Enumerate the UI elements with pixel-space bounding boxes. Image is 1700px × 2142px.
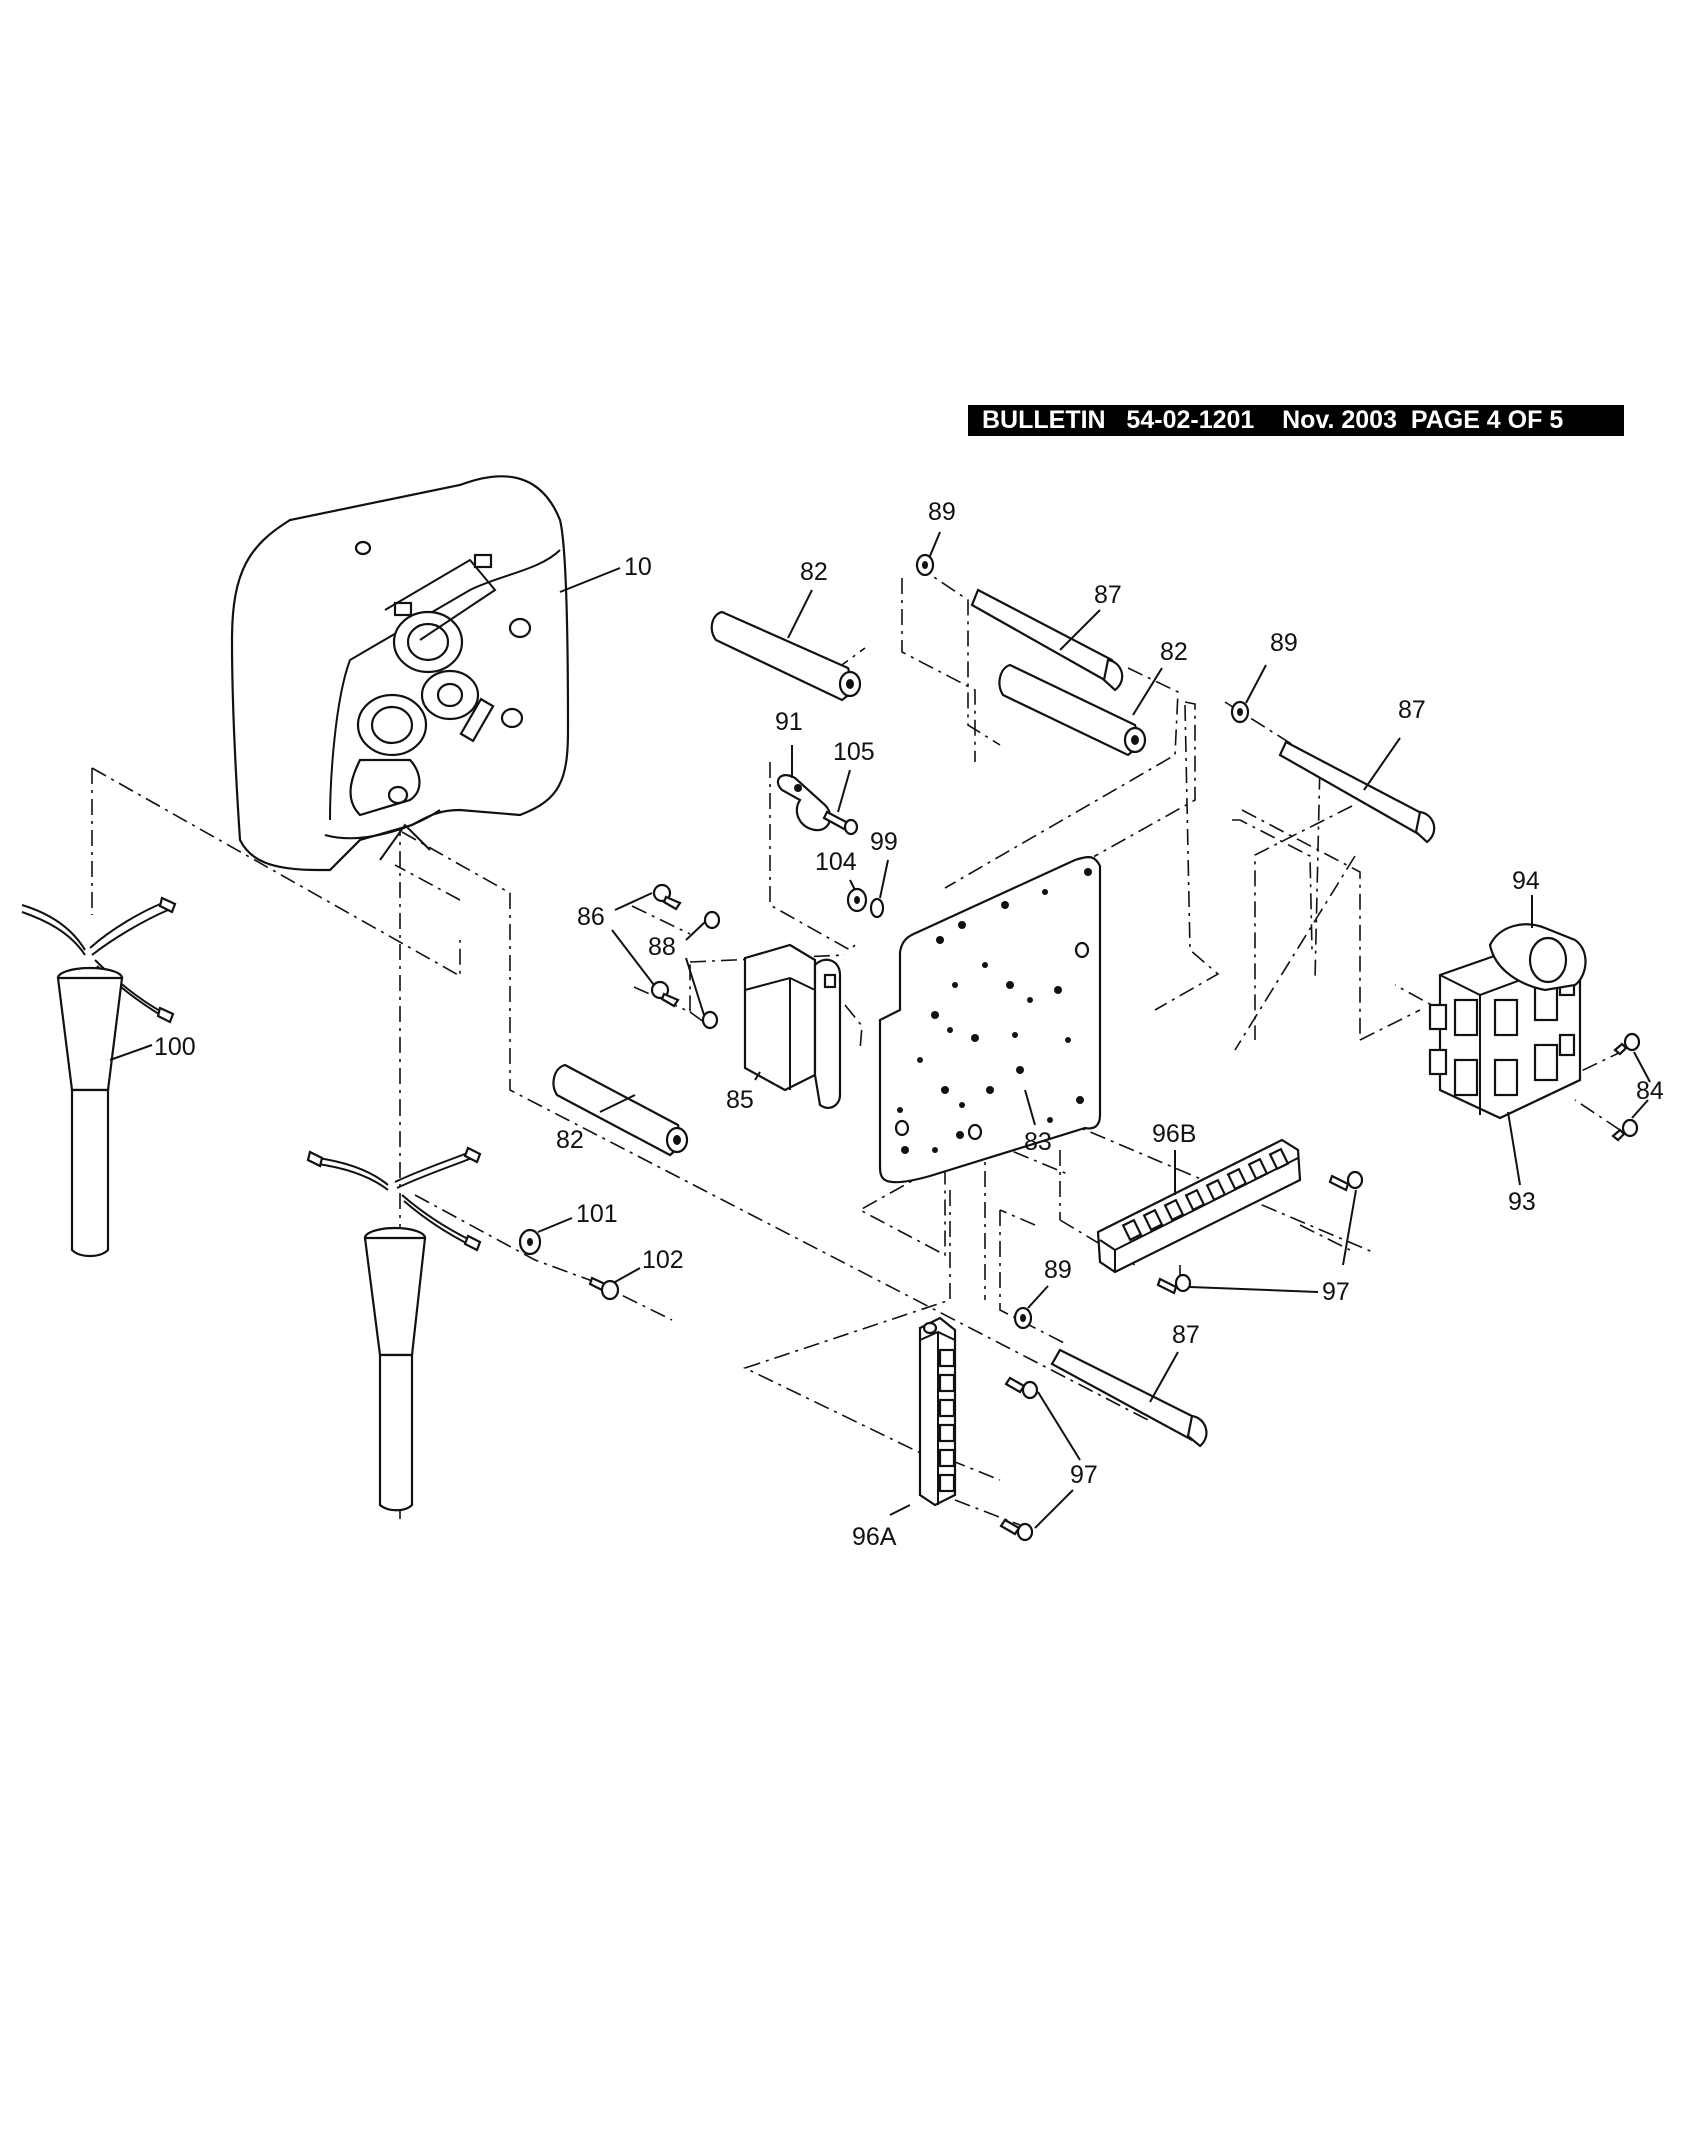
washer-88: 88: [648, 910, 721, 1030]
callout-label-88: 88: [648, 933, 676, 961]
bulletin-header: BULLETIN 54-02-1201 Nov. 2003 PAGE 4 OF …: [968, 405, 1624, 436]
callout-label-82-lower: 82: [556, 1126, 584, 1154]
lead-cord-lower: [306, 1146, 482, 1512]
washer-89-right: 89: [1230, 629, 1298, 724]
callout-label-96b: 96B: [1152, 1120, 1196, 1148]
screw-84: 84: [1611, 1032, 1664, 1142]
callout-label-89-right: 89: [1270, 629, 1298, 657]
callout-10: 10: [559, 553, 652, 593]
callout-label-89-lower: 89: [1044, 1256, 1072, 1284]
standoff-82-upper: 82: [710, 558, 862, 702]
callout-label-82-right: 82: [1160, 638, 1188, 666]
screw-87-lower: 87: [1050, 1321, 1208, 1448]
cable-clamp-91: 91: [775, 708, 832, 832]
callout-label-84: 84: [1636, 1077, 1664, 1105]
callout-label-10: 10: [624, 553, 652, 581]
screw-102: 102: [588, 1246, 684, 1301]
transformer-85: 85: [726, 943, 842, 1114]
callout-label-101: 101: [576, 1200, 618, 1228]
cover-housing: [230, 475, 570, 872]
terminal-strip-96b: 96B: [1096, 1120, 1302, 1274]
standoff-82-lower: 82: [552, 1063, 689, 1157]
washer-101: 101: [518, 1200, 618, 1256]
callout-label-82-upper: 82: [800, 558, 828, 586]
screw-97-upper: 97: [1156, 1170, 1364, 1306]
callout-label-96a: 96A: [852, 1523, 897, 1551]
callout-label-89-upper: 89: [928, 498, 956, 526]
circuit-board-83: 83: [878, 855, 1102, 1184]
callout-label-93: 93: [1508, 1188, 1536, 1216]
assembly-lines: [91, 564, 1626, 1526]
screw-87-upper: 87: [970, 581, 1124, 692]
callout-label-100: 100: [154, 1033, 196, 1061]
terminal-strip-96a: 96A: [852, 1316, 957, 1551]
power-cord-100: 100: [21, 896, 196, 1258]
callout-label-87-right: 87: [1398, 696, 1426, 724]
screw-86: 86: [577, 883, 682, 1008]
screw-87-right: 87: [1278, 696, 1436, 844]
callout-label-105: 105: [833, 738, 875, 766]
callout-label-102: 102: [642, 1246, 684, 1274]
callout-label-91: 91: [775, 708, 803, 736]
relay-coil-94: 94: [1488, 867, 1587, 992]
washer-89-lower: 89: [1013, 1256, 1072, 1330]
callout-label-94: 94: [1512, 867, 1540, 895]
nut-104: 104: [815, 848, 868, 913]
callout-label-104: 104: [815, 848, 857, 876]
callout-label-87-upper: 87: [1094, 581, 1122, 609]
callout-label-83: 83: [1024, 1128, 1052, 1156]
standoff-82-right: 82: [998, 638, 1188, 757]
screw-97-lower: 97: [999, 1376, 1098, 1542]
washer-99: 99: [869, 828, 898, 919]
callout-label-86: 86: [577, 903, 605, 931]
washer-89-upper: 89: [915, 498, 956, 577]
callout-label-97-lower: 97: [1070, 1461, 1098, 1489]
callout-label-99: 99: [870, 828, 898, 856]
screw-105: 105: [822, 738, 875, 836]
callout-label-85: 85: [726, 1086, 754, 1114]
callout-label-87-lower: 87: [1172, 1321, 1200, 1349]
callout-label-97-upper: 97: [1322, 1278, 1350, 1306]
